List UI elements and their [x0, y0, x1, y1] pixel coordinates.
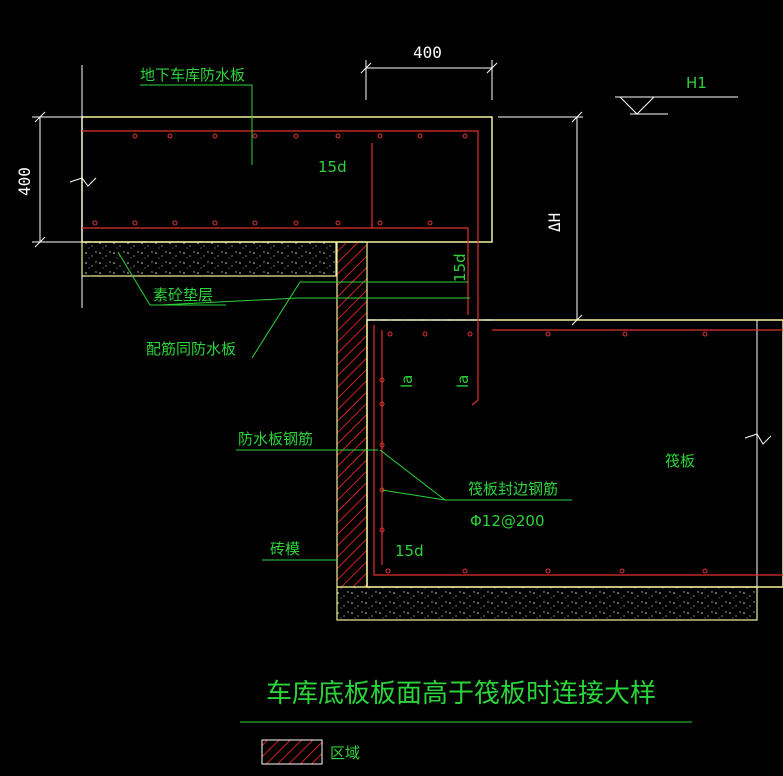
rebar-dot — [167, 133, 173, 139]
label-wp-bars: 防水板钢筋 — [238, 430, 313, 448]
rebar-dot — [252, 133, 258, 139]
label-la-left: la — [398, 375, 416, 388]
label-raft: 筏板 — [665, 452, 695, 470]
dimension-left — [32, 111, 82, 248]
rebar-dot — [212, 220, 218, 226]
rebar-dot — [702, 331, 708, 337]
label-edge-bars: 筏板封边钢筋 — [468, 480, 558, 498]
dimension-delta-h — [498, 111, 583, 326]
label-lap-top: 15d — [318, 158, 347, 176]
raft-concrete-layer — [336, 586, 758, 621]
rebar-dot — [462, 133, 468, 139]
rebar-dot — [545, 568, 551, 574]
plain-concrete-layer — [81, 241, 337, 277]
label-lap-vertical: 15d — [451, 253, 469, 282]
dimension-top — [360, 60, 498, 100]
rebar-dot — [92, 220, 98, 226]
elevation-h1: H1 — [686, 74, 707, 92]
rebar-dot — [335, 133, 341, 139]
rebar-dot — [467, 331, 473, 337]
rebar-dot — [417, 133, 423, 139]
rebar-dot — [379, 401, 385, 407]
label-garage-slab: 地下车库防水板 — [140, 66, 245, 84]
label-edge-spec: Φ12@200 — [470, 512, 545, 530]
rebar-dot — [427, 220, 433, 226]
label-reinf-same: 配筋同防水板 — [146, 340, 236, 358]
legend-hatch-swatch — [261, 739, 323, 765]
rebar-dot — [132, 220, 138, 226]
rebar-dot — [377, 133, 383, 139]
label-plain-concrete: 素砼垫层 — [153, 286, 213, 304]
rebar-dots — [92, 133, 708, 574]
rebar-dot — [379, 377, 385, 383]
label-la-right: la — [454, 375, 472, 388]
leaders — [117, 84, 572, 561]
rebar-dot — [172, 220, 178, 226]
rebar-dot — [252, 220, 258, 226]
delta-h-text: ΔH — [545, 213, 564, 232]
rebar-dot — [379, 527, 385, 533]
drawing-title: 车库底板板面高于筏板时连接大样 — [266, 679, 656, 709]
rebar-dot — [293, 220, 299, 226]
elevation-mark — [615, 96, 738, 115]
rebar-dot — [212, 133, 218, 139]
raft-slab — [366, 300, 783, 588]
rebar-dot — [385, 568, 391, 574]
brick-form-hatch — [336, 241, 368, 588]
rebar-dot — [379, 442, 385, 448]
rebar-dot — [619, 568, 625, 574]
rebar-dot — [132, 133, 138, 139]
legend: 区域 — [261, 739, 360, 765]
rebar-dot — [387, 331, 393, 337]
rebar-dot — [293, 133, 299, 139]
rebar-dot — [335, 220, 341, 226]
rebar-dot — [622, 331, 628, 337]
label-brick-form: 砖模 — [270, 540, 300, 558]
rebar-dot — [422, 331, 428, 337]
rebar-dot — [377, 220, 383, 226]
legend-label: 区域 — [330, 744, 360, 762]
label-lap-bottom: 15d — [395, 542, 424, 560]
dim-top-text: 400 — [413, 43, 442, 62]
dim-left-text: 400 — [15, 167, 34, 196]
rebar-dot — [545, 331, 551, 337]
rebar-dot — [702, 568, 708, 574]
rebar-dot — [462, 568, 468, 574]
